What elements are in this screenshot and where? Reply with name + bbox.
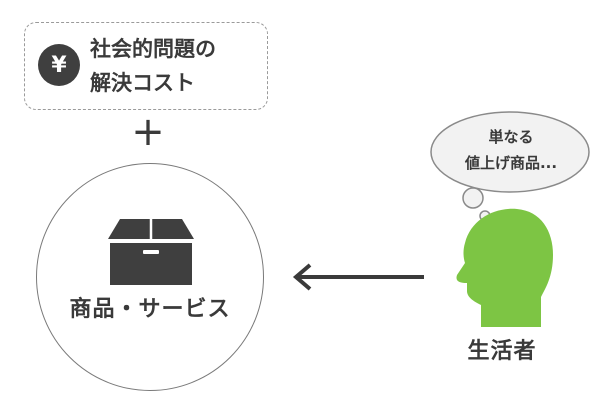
plus-sign: + [131, 109, 165, 155]
thought-text-line1: 単なる [488, 128, 534, 146]
cost-label-line2: 解決コスト [90, 71, 195, 95]
left-arrow-icon [292, 263, 424, 291]
yen-coin-icon: ¥ [38, 44, 80, 86]
cost-label-line1: 社会的問題の [90, 37, 216, 61]
cost-box [24, 22, 268, 110]
person-label: 生活者 [467, 339, 537, 364]
thought-bubble [430, 111, 590, 222]
box-icon [108, 219, 194, 285]
thought-text-line2: 値上げ商品... [464, 154, 558, 172]
thought-text: 単なる 値上げ商品... [437, 124, 585, 176]
product-label: 商品・サービス [69, 297, 231, 322]
head-silhouette-icon [456, 208, 553, 327]
product-circle [36, 163, 264, 391]
cost-label: 社会的問題の 解決コスト [90, 32, 260, 100]
